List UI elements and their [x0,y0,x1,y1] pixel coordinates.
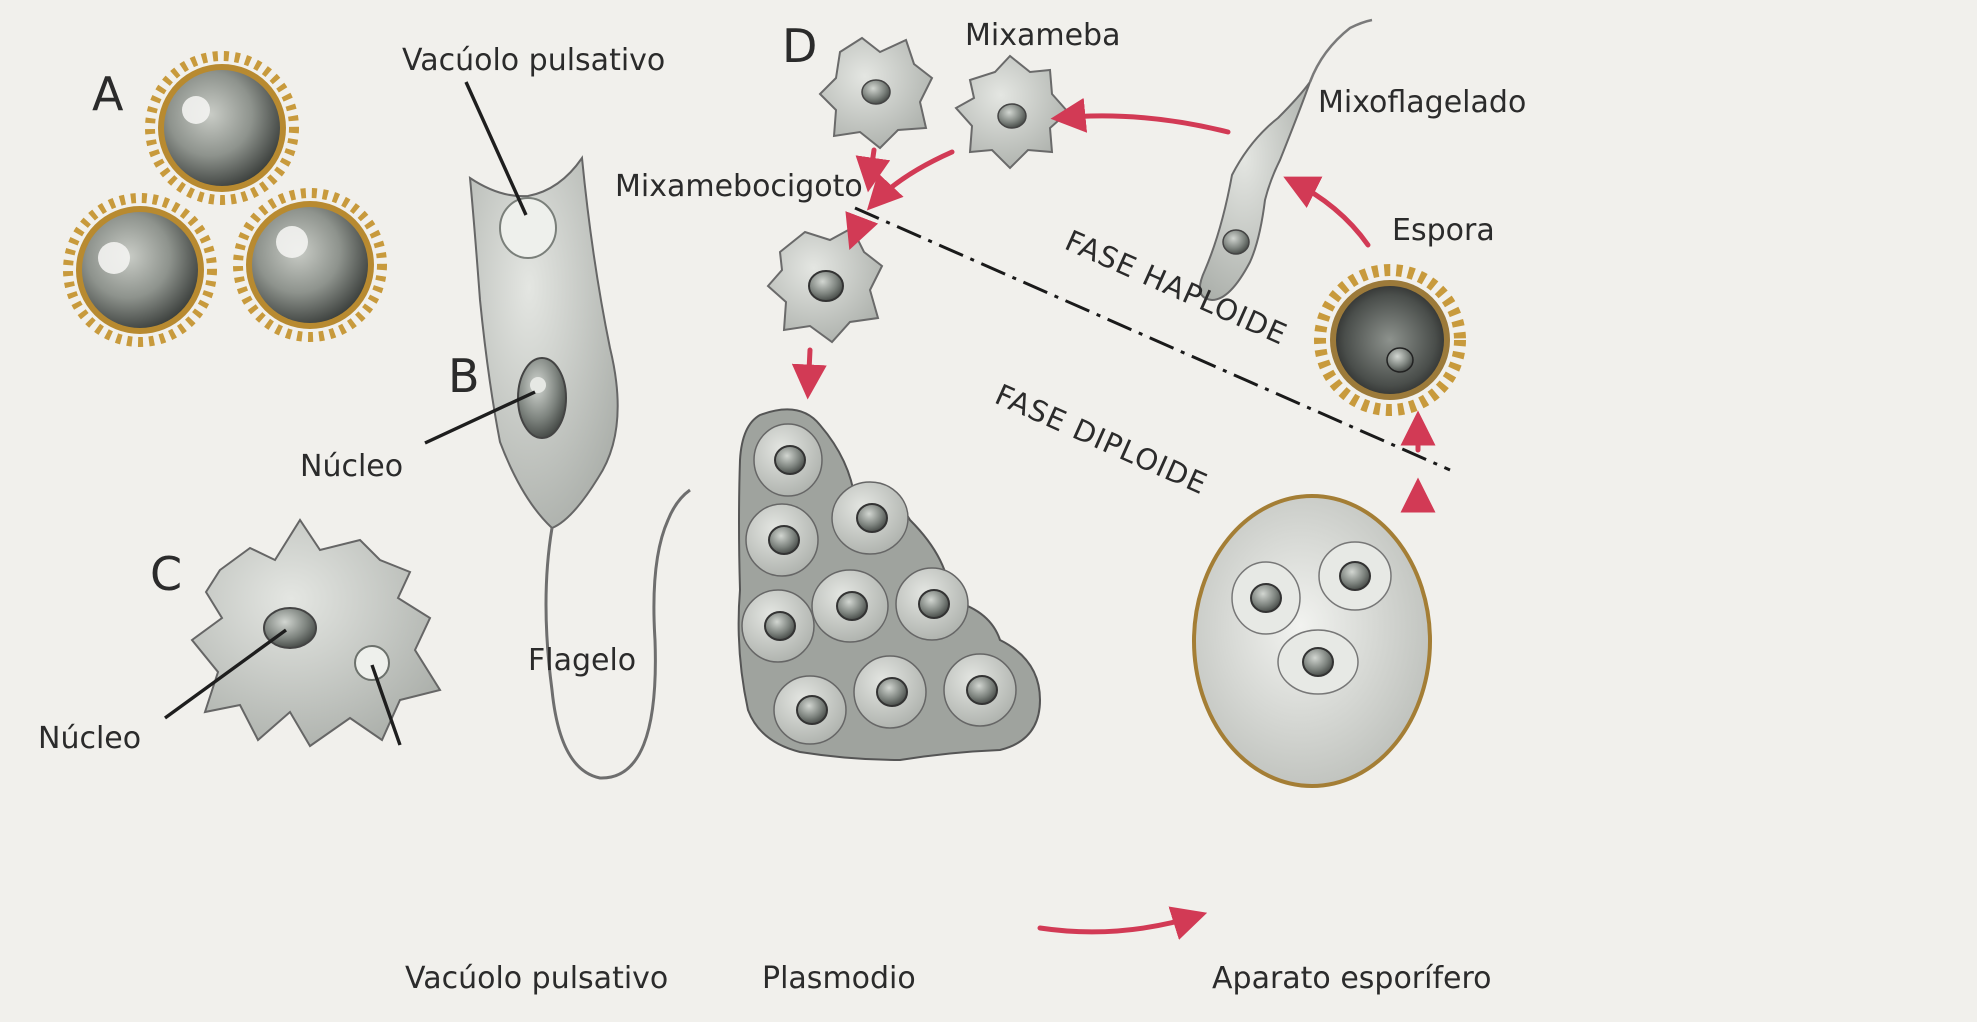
sporangium [1194,496,1430,786]
letter-b: B [448,349,480,403]
arrow-flagellate-to-amoeba [1058,116,1228,132]
arrow-amoeba1-to-zygote [869,150,874,185]
contractile-vacuole-b [500,198,556,258]
myxamoeba-cell-2 [956,56,1068,168]
spore-a2 [68,198,212,342]
flagellate-cell-b [470,158,690,778]
myxamoebozygote-cell [768,228,882,342]
label-nucleo-b: Núcleo [300,449,403,484]
label-vacuolo-b: Vacúolo pulsativo [402,43,665,78]
letter-c: C [150,547,182,601]
arrow-plasmodium-to-sporangium [1040,915,1200,932]
myxoflagellate-cell [1200,20,1372,300]
label-nucleo-c: Núcleo [38,721,141,756]
label-mixameba: Mixameba [965,18,1120,53]
arrow-amoeba-to-zygote [872,152,952,205]
label-vacuolo-c: Vacúolo pulsativo [405,961,668,996]
spore-espora [1320,270,1460,410]
label-aparato: Aparato esporífero [1212,961,1492,996]
flagellum [546,490,690,778]
label-mixoflagelado: Mixoflagelado [1318,85,1526,120]
label-plasmodio: Plasmodio [762,961,916,996]
plasmodium [739,409,1040,760]
letter-a: A [92,67,124,121]
myxamoeba-cell-1 [820,38,932,148]
spore-a3 [238,193,382,337]
spore-a1 [150,56,294,200]
arrow-spore-to-flagellate [1290,180,1368,245]
contractile-vacuole-c [355,646,389,680]
label-flagelo: Flagelo [528,643,636,678]
amoeboid-cell-c [192,520,440,746]
label-fase-diploide: FASE DIPLOIDE [990,377,1212,501]
arrow-zygote-to-plasmodium [808,350,810,392]
letter-d: D [782,19,817,73]
label-espora: Espora [1392,213,1495,248]
label-mixamebocigoto: Mixamebocigoto [615,169,863,204]
